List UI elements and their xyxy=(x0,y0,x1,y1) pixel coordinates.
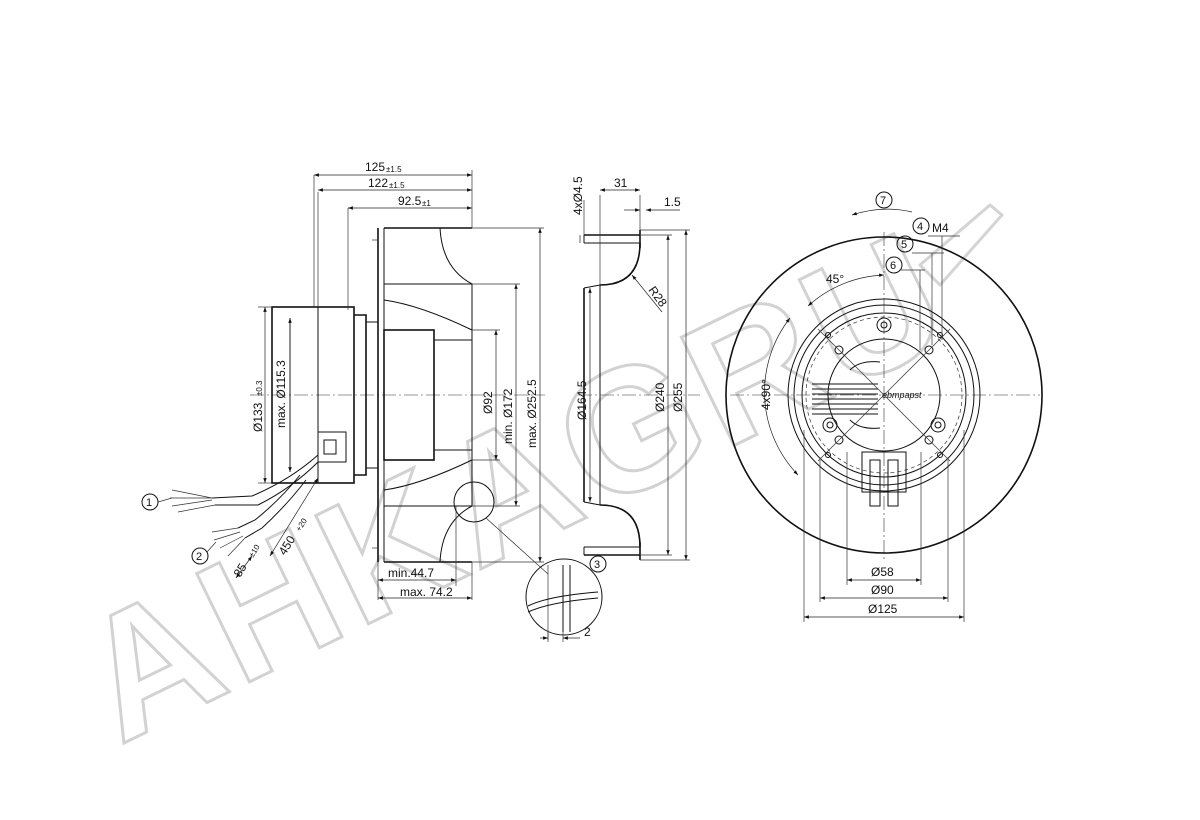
watermark-group: AHKAGRU xyxy=(50,192,1004,781)
hub xyxy=(383,329,435,461)
dim-hub-dia: Ø92 xyxy=(481,391,495,414)
thread-label: M4 xyxy=(932,221,949,235)
callout-4: 4 xyxy=(917,221,923,233)
dim-d125: Ø125 xyxy=(868,602,898,616)
dim-total-length-tol: ±1.5 xyxy=(386,165,402,174)
dim-length-2: 122 xyxy=(368,176,388,190)
callout-6: 6 xyxy=(890,260,896,272)
dim-width: 31 xyxy=(614,176,628,190)
dim-ring-dia: Ø240 xyxy=(653,382,667,412)
dim-holes: 4xØ4.5 xyxy=(571,176,585,215)
angle-pattern: 4x90° xyxy=(759,379,773,410)
dim-outer-dia: max. Ø252.5 xyxy=(525,379,539,448)
dim-throat-dia: Ø164.5 xyxy=(575,380,589,420)
side-view: 125 ±1.5 122 ±1.5 92.5 ±1 Ø133 ±0.3 max.… xyxy=(141,160,549,600)
dim-max-depth: max. 74.2 xyxy=(400,585,453,599)
cooling-fins xyxy=(812,361,881,429)
detail-dim: 2 xyxy=(584,625,591,639)
dim-impeller-length: 92.5 xyxy=(398,194,422,208)
dim-inlet-dia: min. Ø172 xyxy=(501,388,515,444)
dim-total-length: 125 xyxy=(365,160,385,174)
dim-outer-dia-section: Ø255 xyxy=(671,382,685,412)
callout-7: 7 xyxy=(880,195,886,207)
callout-3: 3 xyxy=(594,559,600,571)
dim-d90: Ø90 xyxy=(871,583,894,597)
detail-view: 2 3 xyxy=(525,555,607,642)
watermark-star xyxy=(918,203,1004,287)
dim-impeller-length-tol: ±1 xyxy=(422,199,431,208)
callout-2: 2 xyxy=(196,551,202,563)
impeller-outer xyxy=(725,236,1043,554)
front-view: ebmpapst 45° 4x90° 7 4 M4 5 6 xyxy=(725,191,1043,622)
dim-lip: 1.5 xyxy=(664,195,681,209)
dim-motor-dia: max. Ø115.3 xyxy=(274,360,288,428)
dim-min-depth: min.44.7 xyxy=(388,566,434,580)
dim-length-2-tol: ±1.5 xyxy=(389,181,405,190)
detail-marker xyxy=(453,481,495,523)
mounting-holes xyxy=(822,317,946,458)
dim-flange-dia-tol: ±0.3 xyxy=(255,380,264,396)
angle-45: 45° xyxy=(826,272,844,286)
brand-logo: ebmpapst xyxy=(882,390,922,400)
callout-1: 1 xyxy=(146,497,152,509)
callout-5: 5 xyxy=(901,239,907,251)
dim-flange-dia: Ø133 xyxy=(251,402,265,432)
dim-d58: Ø58 xyxy=(871,565,894,579)
